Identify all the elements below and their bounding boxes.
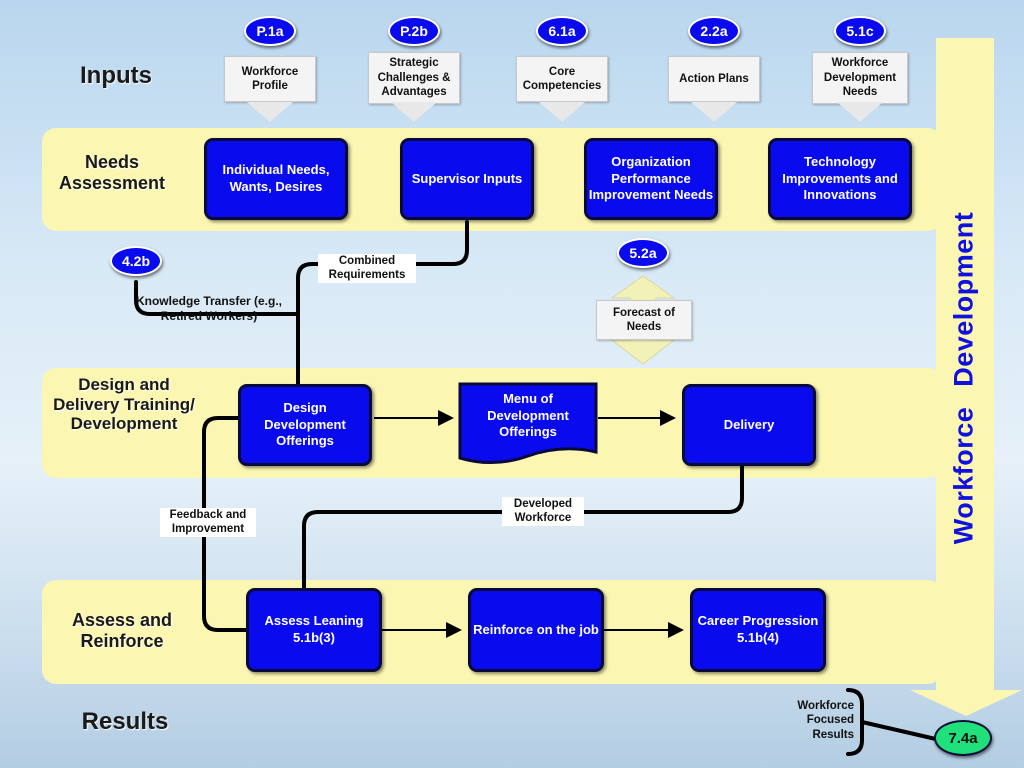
badge-42b: 4.2b <box>110 246 162 276</box>
input-arrow-3 <box>539 102 585 122</box>
box-supervisor-inputs: Supervisor Inputs <box>400 138 534 220</box>
input-arrow-2 <box>391 102 437 122</box>
badge-p1a: P.1a <box>244 16 296 46</box>
box-career-progression: Career Progression 5.1b(4) <box>690 588 826 672</box>
menu-of-development-offerings: Menu of Development Offerings <box>487 390 569 440</box>
inputs-title: Inputs <box>80 62 152 89</box>
box-reinforce-on-job: Reinforce on the job <box>468 588 604 672</box>
box-delivery: Delivery <box>682 384 816 466</box>
menu-document-shape <box>458 382 598 465</box>
needs-assessment-title: Needs Assessment <box>58 152 166 193</box>
results-title: Results <box>81 708 169 735</box>
badge-61a: 6.1a <box>536 16 588 46</box>
input-action-plans: Action Plans <box>668 56 760 102</box>
box-organization-performance: Organization Performance Improvement Nee… <box>584 138 718 220</box>
box-assess-leaning: Assess Leaning 5.1b(3) <box>246 588 382 672</box>
input-core-competencies: Core Competencies <box>516 56 608 102</box>
workforce-focused-results-label: Workforce Focused Results <box>797 700 854 741</box>
knowledge-transfer-line <box>134 280 300 316</box>
box-technology-improvements: Technology Improvements and Innovations <box>768 138 912 220</box>
box-design-development: Design Development Offerings <box>238 384 372 466</box>
input-workforce-development-needs: Workforce Development Needs <box>812 52 908 104</box>
box-individual-needs: Individual Needs, Wants, Desires <box>204 138 348 220</box>
badge-51c: 5.1c <box>834 16 886 46</box>
workforce-development-rail <box>936 38 994 696</box>
feedback-improvement-label: Feedback and Improvement <box>160 508 256 537</box>
input-workforce-profile: Workforce Profile <box>224 56 316 102</box>
badge-p2b: P.2b <box>388 16 440 46</box>
badge-22a: 2.2a <box>688 16 740 46</box>
design-delivery-title: Design and Delivery Training/ Developmen… <box>53 375 195 434</box>
rail-arrow-head <box>910 690 1022 716</box>
input-strategic-challenges: Strategic Challenges & Advantages <box>368 52 460 104</box>
forecast-of-needs-box: Forecast of Needs <box>596 300 692 340</box>
results-link <box>860 720 942 742</box>
combined-requirements-line <box>296 220 469 386</box>
developed-workforce-label: Developed Workforce <box>502 497 584 526</box>
badge-52a: 5.2a <box>617 238 669 268</box>
developed-workforce-line <box>302 464 744 592</box>
input-arrow-4 <box>691 102 737 122</box>
knowledge-transfer-label: Knowledge Transfer (e.g., Retired Worker… <box>135 294 283 323</box>
combined-requirements-label: Combined Requirements <box>318 254 416 283</box>
input-arrow-1 <box>247 102 293 122</box>
badge-74a: 7.4a <box>934 720 992 756</box>
input-arrow-5 <box>837 102 883 122</box>
assess-reinforce-title: Assess and Reinforce <box>71 610 173 651</box>
